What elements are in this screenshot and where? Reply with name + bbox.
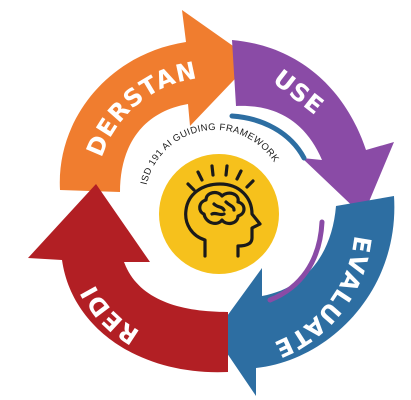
credit-arrow [28,184,228,373]
center-emblem: ISD 191 AI GUIDING FRAMEWORK [139,122,281,274]
understand-label: UNDERSTAND [0,0,199,160]
use-inner-accent [229,113,307,161]
evaluate-inner-accent [267,219,325,303]
use-arrow [232,40,394,216]
brain-head-icon [184,164,262,258]
evaluate-arrow [214,196,395,396]
understand-arrow [59,10,253,192]
step-use: USE [229,40,394,216]
